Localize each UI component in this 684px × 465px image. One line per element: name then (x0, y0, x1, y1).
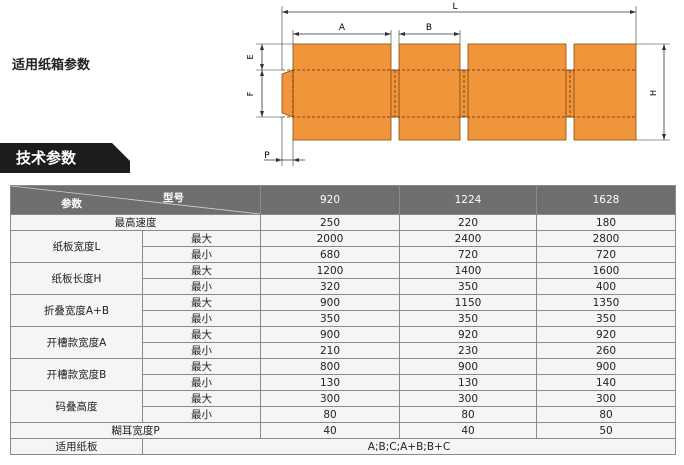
min-label: 最小 (142, 374, 261, 391)
min-label: 最小 (142, 406, 261, 423)
cell-value: 2000 (260, 230, 400, 247)
cell-value: 80 (399, 406, 537, 423)
cell-value: 720 (399, 246, 537, 263)
table-row: 最小 130 130 140 (11, 374, 676, 391)
table-row: 折叠宽度A+B 最大 900 1150 1350 (10, 294, 676, 327)
row-label: 开槽款宽度B (10, 358, 143, 391)
cell-value: 800 (260, 358, 400, 375)
row-label: 码叠高度 (10, 390, 143, 423)
cell-value: 220 (399, 214, 537, 231)
carton-diagram: L A B E F H (246, 2, 670, 166)
cell-value: 1350 (536, 294, 676, 311)
row-label: 适用纸板 (10, 438, 143, 455)
cell-value: 130 (260, 374, 400, 391)
cell-value: 350 (399, 278, 537, 295)
header-param: 参数 (61, 198, 82, 210)
cell-value: 210 (260, 342, 400, 359)
row-label: 最高速度 (10, 214, 261, 231)
dim-label-A: A (339, 23, 346, 33)
cell-value: 50 (536, 422, 676, 439)
min-label: 最小 (142, 342, 261, 359)
cell-value: 900 (536, 358, 676, 375)
cell-value: 2800 (536, 230, 676, 247)
dim-label-B: B (426, 23, 432, 33)
cell-value: 80 (536, 406, 676, 423)
cell-value: 140 (536, 374, 676, 391)
cell-value: 40 (399, 422, 537, 439)
cell-value: 920 (399, 326, 537, 343)
cell-value: 720 (536, 246, 676, 263)
cell-value: 300 (399, 390, 537, 407)
spec-table: 型号 参数 920 1224 1628 最高速度 250 220 180 纸板宽… (10, 185, 676, 455)
table-row: 最小 680 720 720 (11, 246, 676, 263)
table-row: 码叠高度 最大 300 300 300 (10, 390, 676, 423)
row-label: 糊耳宽度P (10, 422, 261, 439)
table-row: 最高速度 250 220 180 (10, 214, 676, 231)
cell-value: 40 (260, 422, 400, 439)
table-row: 纸板宽度L 最大 2000 2400 2800 (10, 230, 676, 263)
cell-value: 350 (536, 310, 676, 327)
table-row: 开槽款宽度B 最大 800 900 900 (10, 358, 676, 391)
cell-value: 180 (536, 214, 676, 231)
cell-value: 2400 (399, 230, 537, 247)
table-row: 最小 80 80 80 (11, 406, 676, 423)
cell-value: 900 (260, 294, 400, 311)
row-label: 纸板宽度L (10, 230, 143, 263)
header-corner-cell: 型号 参数 (10, 185, 261, 215)
dim-label-L: L (452, 2, 457, 12)
table-row: 最小 210 230 260 (11, 342, 676, 359)
max-label: 最大 (142, 262, 261, 279)
table-header-row: 型号 参数 920 1224 1628 (10, 185, 676, 215)
cell-value: 300 (260, 390, 400, 407)
cell-value: 260 (536, 342, 676, 359)
box-params-title: 适用纸箱参数 (12, 58, 91, 73)
cell-value: 350 (399, 310, 537, 327)
dim-label-H: H (649, 90, 658, 96)
cell-value: 320 (260, 278, 400, 295)
cell-value: A;B;C;A+B;B+C (142, 438, 676, 455)
cell-value: 680 (260, 246, 400, 263)
min-label: 最小 (142, 278, 261, 295)
dim-label-P: P (264, 151, 270, 161)
max-label: 最大 (142, 230, 261, 247)
table-row: 开槽款宽度A 最大 900 920 920 (10, 326, 676, 359)
cell-value: 900 (399, 358, 537, 375)
table-row: 适用纸板 A;B;C;A+B;B+C (10, 438, 676, 455)
header-model: 型号 (163, 192, 184, 204)
cell-value: 300 (536, 390, 676, 407)
table-row: 糊耳宽度P 40 40 50 (10, 422, 676, 439)
row-label: 纸板长度H (10, 262, 143, 295)
section-title: 技术参数 (0, 143, 130, 173)
row-label: 折叠宽度A+B (10, 294, 143, 327)
max-label: 最大 (142, 326, 261, 343)
dim-label-E: E (246, 54, 255, 59)
max-label: 最大 (142, 390, 261, 407)
model-1224: 1224 (399, 185, 537, 215)
max-label: 最大 (142, 294, 261, 311)
min-label: 最小 (142, 246, 261, 263)
cell-value: 80 (260, 406, 400, 423)
cell-value: 1400 (399, 262, 537, 279)
cell-value: 250 (260, 214, 400, 231)
cell-value: 920 (536, 326, 676, 343)
table-row: 最小 320 350 400 (11, 278, 676, 295)
max-label: 最大 (142, 358, 261, 375)
cell-value: 130 (399, 374, 537, 391)
cell-value: 1200 (260, 262, 400, 279)
cell-value: 350 (260, 310, 400, 327)
cell-value: 1600 (536, 262, 676, 279)
model-1628: 1628 (536, 185, 676, 215)
table-row: 最小 350 350 350 (11, 310, 676, 327)
cell-value: 230 (399, 342, 537, 359)
model-920: 920 (260, 185, 400, 215)
header-diagonal (11, 186, 260, 214)
cell-value: 400 (536, 278, 676, 295)
table-row: 纸板长度H 最大 1200 1400 1600 (10, 262, 676, 295)
cell-value: 1150 (399, 294, 537, 311)
row-label: 开槽款宽度A (10, 326, 143, 359)
dim-label-F: F (246, 91, 255, 96)
cell-value: 900 (260, 326, 400, 343)
min-label: 最小 (142, 310, 261, 327)
